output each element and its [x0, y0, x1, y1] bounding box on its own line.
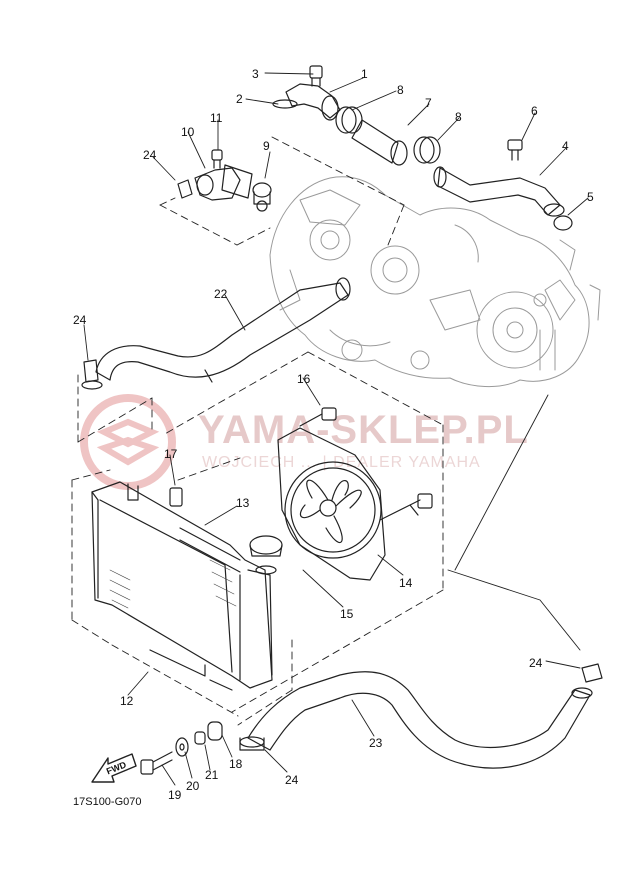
part-4-pipe [433, 166, 565, 217]
callout-20: 20 [186, 779, 200, 793]
leader-lines [83, 72, 589, 786]
callout-7: 7 [425, 96, 432, 110]
callout-24-left: 24 [73, 313, 87, 327]
callout-23: 23 [369, 736, 383, 750]
callout-19: 19 [168, 788, 182, 802]
part-19-bolt [140, 751, 173, 775]
part-18-damper [207, 721, 223, 741]
part-11-bolt [211, 149, 223, 169]
part-12-radiator [91, 481, 273, 691]
part-24-clip-bottom [239, 736, 265, 751]
callout-10: 10 [181, 125, 195, 139]
callout-4: 4 [562, 139, 569, 153]
diagram-code: 17S100-G070 [73, 796, 142, 808]
part-6-bolt [507, 139, 523, 161]
part-7-hose [351, 119, 408, 166]
part-24-clip-right [581, 663, 603, 683]
part-24-clip-top [177, 179, 193, 199]
part-9-thermostat [252, 182, 272, 212]
part-1-elbow [285, 83, 341, 121]
callout-14: 14 [399, 576, 413, 590]
callout-8b: 8 [455, 110, 462, 124]
part-23-hose [247, 671, 593, 769]
part-21-collar [194, 731, 206, 745]
callout-2: 2 [236, 92, 243, 106]
part-22-hose [95, 277, 351, 383]
callout-24-bottom: 24 [285, 773, 299, 787]
callout-17: 17 [164, 447, 178, 461]
callout-9: 9 [263, 139, 270, 153]
callout-18: 18 [229, 757, 243, 771]
watermark-title: YAMA-SKLEP.PL [198, 408, 529, 452]
callout-13: 13 [236, 496, 250, 510]
callout-6: 6 [531, 104, 538, 118]
callout-21: 21 [205, 768, 219, 782]
callout-8a: 8 [397, 83, 404, 97]
part-14-fan [277, 427, 433, 581]
callout-15: 15 [340, 607, 354, 621]
fwd-arrow-icon [91, 753, 137, 783]
part-10-housing [194, 164, 253, 201]
engine-block [269, 176, 601, 388]
callout-3: 3 [252, 67, 259, 81]
callout-24-right: 24 [529, 656, 543, 670]
callout-11: 11 [210, 111, 223, 125]
radiator-core-fins [109, 559, 237, 609]
callout-22: 22 [214, 287, 228, 301]
part-16-bolt [299, 407, 337, 427]
part-24-clip-left [81, 359, 103, 390]
part-13-cap [249, 535, 283, 575]
callout-24-top: 24 [143, 148, 157, 162]
callout-12: 12 [120, 694, 134, 708]
assembly-guides [71, 136, 444, 726]
part-3-bolt [309, 65, 323, 87]
callout-1: 1 [361, 67, 368, 81]
callout-5: 5 [587, 190, 594, 204]
part-20-washer [175, 737, 189, 757]
callout-16: 16 [297, 372, 311, 386]
